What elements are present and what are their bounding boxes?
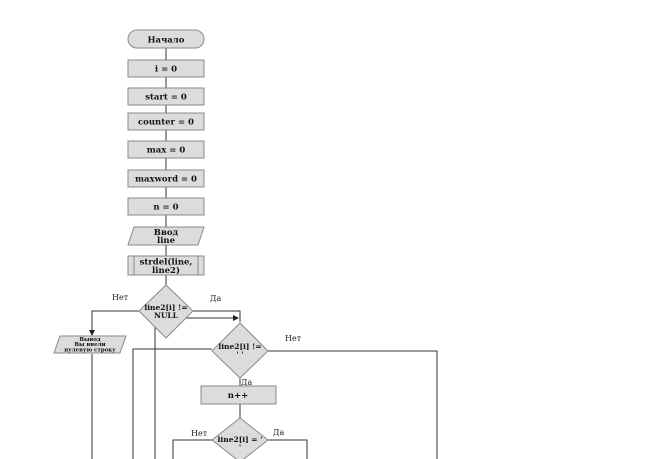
branch-label-yes: Да — [241, 378, 253, 387]
decision-label: ' — [239, 443, 241, 452]
process-label: counter = 0 — [138, 118, 194, 128]
connector-no — [89, 310, 139, 336]
connector-yes — [268, 439, 308, 459]
output-label: нулевую строку — [64, 348, 116, 354]
decision-label: line2[i] = ' — [218, 435, 263, 444]
output-empty-string: Вывод Вы ввели нулевую строку — [53, 335, 127, 354]
process-i-init: i = 0 — [127, 59, 205, 78]
process-maxword-init: maxword = 0 — [127, 169, 205, 188]
process-n-increment: n++ — [200, 385, 277, 405]
connector-no — [268, 350, 438, 459]
process-label: n = 0 — [153, 203, 178, 213]
decision-label: line2[i] != — [144, 303, 187, 312]
branch-label-yes: Да — [210, 294, 222, 303]
start-label: Начало — [148, 36, 185, 46]
decision-null-check: line2[i] != NULL — [138, 284, 194, 339]
input-line: Ввод line — [127, 226, 205, 246]
input-label: Ввод — [154, 228, 179, 238]
decision-label: line2[i] != — [218, 342, 261, 351]
subroutine-strdel: strdel(line, line2) — [127, 255, 205, 276]
decision-label: ' ' — [236, 350, 243, 359]
process-counter-init: counter = 0 — [127, 112, 205, 131]
process-n-init: n = 0 — [127, 197, 205, 216]
process-label: n++ — [228, 391, 248, 401]
branch-label-no: Нет — [285, 334, 302, 343]
decision-space-check: line2[i] != ' ' — [211, 322, 269, 379]
process-label: max = 0 — [147, 146, 186, 156]
input-label: line — [157, 236, 176, 246]
process-start-init: start = 0 — [127, 87, 205, 106]
process-max-init: max = 0 — [127, 140, 205, 159]
decision-label: NULL — [154, 311, 179, 320]
connector-yes — [193, 310, 241, 322]
output-label: Вы ввели — [74, 342, 105, 348]
process-label: i = 0 — [155, 65, 177, 75]
branch-label-no: Нет — [191, 429, 208, 438]
branch-label-yes: Да — [273, 428, 285, 437]
decision-space-equal: line2[i] = ' ' — [211, 417, 269, 459]
subroutine-label: line2) — [152, 265, 180, 276]
branch-label-no: Нет — [112, 293, 129, 302]
start-terminator: Начало — [127, 29, 205, 49]
subroutine-label: strdel(line, — [140, 257, 193, 268]
process-label: maxword = 0 — [135, 175, 197, 185]
process-label: start = 0 — [145, 93, 187, 103]
connector-no — [172, 439, 212, 459]
output-label: Вывод — [79, 337, 101, 343]
loop-return-line — [132, 348, 212, 459]
